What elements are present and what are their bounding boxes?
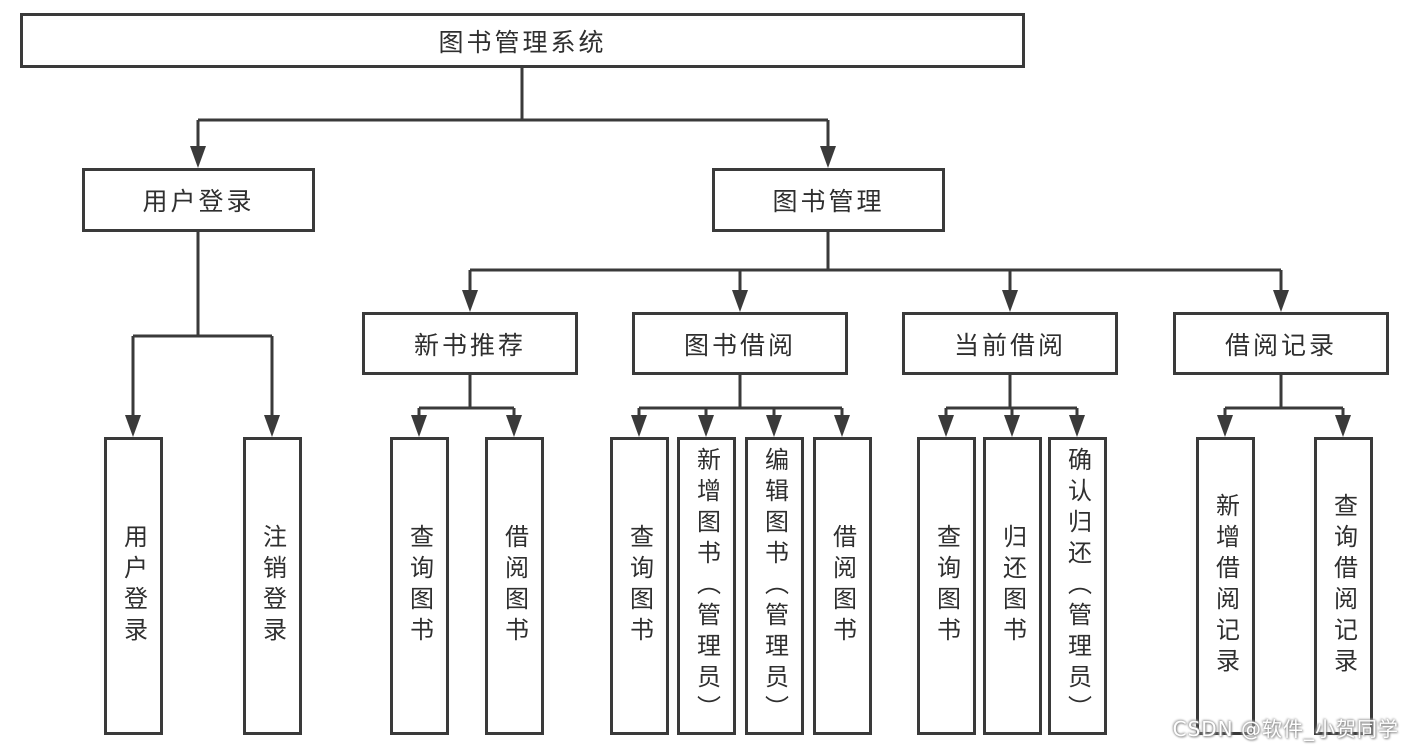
node-label: 借阅图书: [500, 524, 529, 648]
leaf-logout: 注销登录: [243, 437, 302, 735]
node-label: 查询图书: [932, 524, 961, 648]
node-label: 查询借阅记录: [1329, 493, 1358, 679]
leaf-borrow-books: 借阅图书: [813, 437, 872, 735]
node-label: 图书借阅: [683, 330, 796, 360]
node-label: 用户登录: [142, 187, 255, 216]
leaf-query-books: 查询图书: [390, 437, 449, 735]
node-label: 归还图书: [998, 524, 1027, 648]
node-label: 新增图书（管理员）: [692, 446, 721, 726]
csdn-watermark: CSDN @软件_小贺同学: [1172, 717, 1399, 741]
node-label: 图书管理: [772, 187, 885, 216]
node-label: 确认归还（管理员）: [1063, 446, 1092, 726]
leaf-add-borrow-record: 新增借阅记录: [1196, 437, 1255, 735]
leaf-user-login: 用户登录: [104, 437, 163, 735]
node-root-system: 图书管理系统: [20, 13, 1025, 68]
node-book-management: 图书管理: [712, 168, 945, 232]
node-label: 当前借阅: [953, 330, 1066, 360]
leaf-query-borrow-record: 查询借阅记录: [1314, 437, 1373, 735]
node-label: 新增借阅记录: [1211, 493, 1240, 679]
node-borrowing-records: 借阅记录: [1173, 312, 1389, 375]
leaf-return-books: 归还图书: [983, 437, 1042, 735]
node-label: 用户登录: [119, 524, 148, 648]
leaf-confirm-return-admin: 确认归还（管理员）: [1048, 437, 1107, 735]
node-user-login: 用户登录: [82, 168, 315, 232]
node-label: 查询图书: [405, 524, 434, 648]
leaf-edit-books-admin: 编辑图书（管理员）: [745, 437, 804, 735]
node-label: 借阅图书: [828, 524, 857, 648]
leaf-query-books: 查询图书: [917, 437, 976, 735]
node-label: 图书管理系统: [438, 27, 607, 57]
node-label: 注销登录: [258, 524, 287, 648]
leaf-query-books: 查询图书: [610, 437, 669, 735]
arrowheads: [125, 146, 1351, 437]
node-label: 新书推荐: [413, 330, 526, 360]
node-label: 查询图书: [625, 524, 654, 648]
node-new-book-recommendation: 新书推荐: [362, 312, 578, 375]
node-book-borrowing: 图书借阅: [632, 312, 848, 375]
leaf-borrow-books: 借阅图书: [485, 437, 544, 735]
node-current-borrowing: 当前借阅: [902, 312, 1118, 375]
node-label: 借阅记录: [1224, 330, 1337, 360]
node-label: 编辑图书（管理员）: [760, 446, 789, 726]
tree-edges: [131, 68, 1345, 417]
leaf-add-books-admin: 新增图书（管理员）: [677, 437, 736, 735]
